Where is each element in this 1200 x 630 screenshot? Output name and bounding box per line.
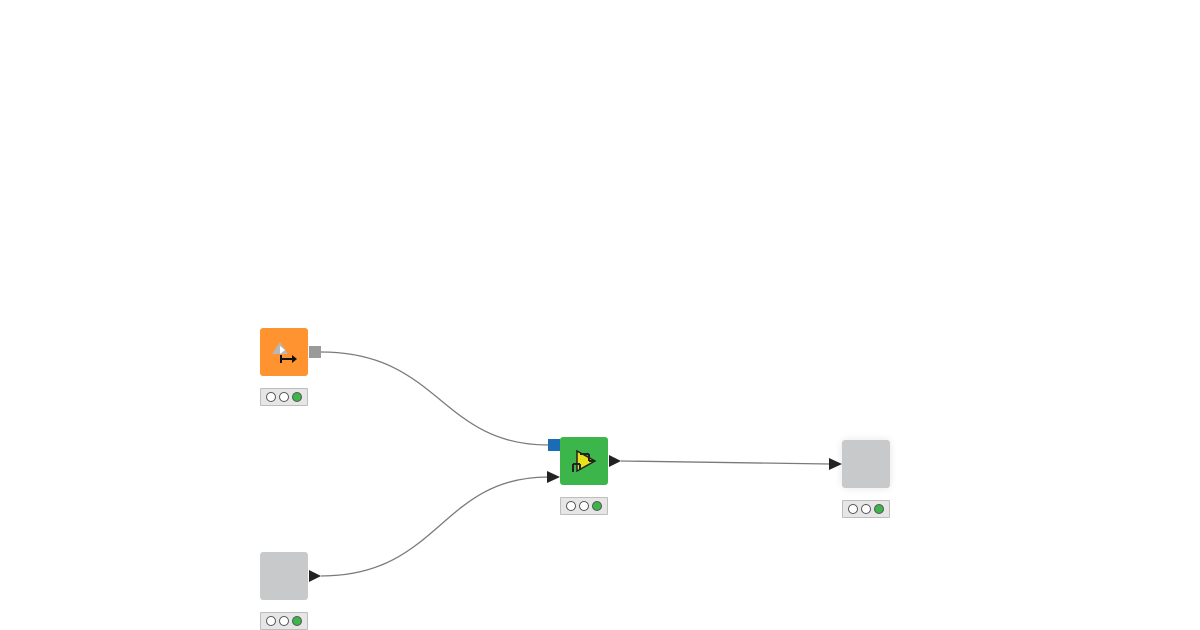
play-arrow-icon: [572, 449, 597, 473]
variable-source-node[interactable]: [260, 328, 308, 376]
status-light-green: [292, 616, 302, 626]
connection-variable-to-processing[interactable]: [320, 351, 549, 446]
status-light-red: [266, 616, 276, 626]
flow-variable-input-port[interactable]: [548, 439, 560, 451]
output-port-variable-source[interactable]: [309, 346, 321, 358]
data-source-node[interactable]: [260, 552, 308, 600]
processing-node[interactable]: [560, 437, 608, 485]
status-light-red: [266, 392, 276, 402]
status-light-yellow: [861, 504, 871, 514]
connection-processing-to-output[interactable]: [620, 460, 831, 465]
status-bar-data-source: [260, 612, 308, 630]
status-light-green: [592, 501, 602, 511]
connection-data-to-processing[interactable]: [320, 476, 549, 577]
input-port-processing-data[interactable]: [547, 471, 560, 483]
status-light-yellow: [279, 392, 289, 402]
output-port-processing[interactable]: [609, 455, 621, 467]
status-bar-output: [842, 500, 890, 518]
status-light-yellow: [279, 616, 289, 626]
output-port-data-source[interactable]: [309, 570, 321, 582]
status-light-yellow: [579, 501, 589, 511]
status-bar-variable-source: [260, 388, 308, 406]
input-port-output-node[interactable]: [829, 458, 842, 470]
status-light-green: [874, 504, 884, 514]
status-bar-processing: [560, 497, 608, 515]
status-light-green: [292, 392, 302, 402]
status-light-red: [566, 501, 576, 511]
output-node[interactable]: [842, 440, 890, 488]
flow-variable-icon: [272, 342, 297, 363]
status-light-red: [848, 504, 858, 514]
